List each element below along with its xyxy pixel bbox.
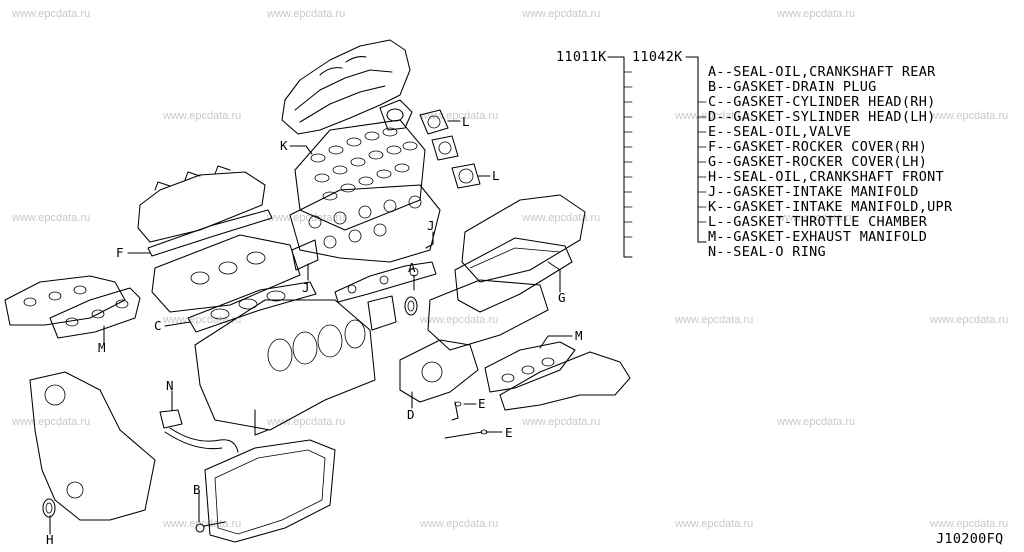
watermark: www.epcdata.ru: [522, 8, 601, 20]
engine-block: [194, 299, 376, 436]
legend-item: D--GASKET-SYLINDER HEAD(LH): [708, 109, 936, 125]
legend-item: F--GASKET-ROCKER COVER(RH): [708, 139, 928, 155]
throttle-chamber-gasket: [419, 109, 481, 189]
cylinder-head-rh: [151, 234, 301, 313]
callout-b: B: [193, 482, 201, 497]
intake-manifold-lower: [289, 184, 441, 263]
callout-l-1: L: [462, 114, 470, 129]
callout-c: C: [154, 318, 162, 333]
legend-item: E--SEAL-OIL,VALVE: [708, 124, 852, 140]
callout-l-2: L: [492, 168, 500, 183]
watermark: www.epcdata.ru: [420, 314, 499, 326]
valve-oil-seals: [444, 401, 488, 439]
callout-n: N: [166, 378, 174, 393]
part-number-kit-a: 11011K: [556, 49, 607, 65]
cylinder-head-gasket-rh: [187, 281, 317, 333]
legend-item: G--GASKET-ROCKER COVER(LH): [708, 154, 928, 170]
watermark: www.epcdata.ru: [930, 110, 1009, 122]
callout-f: F: [116, 245, 124, 260]
watermark: www.epcdata.ru: [777, 212, 856, 224]
callout-j-2: J: [302, 280, 310, 295]
legend-item: H--SEAL-OIL,CRANKSHAFT FRONT: [708, 169, 944, 185]
watermark: www.epcdata.ru: [777, 416, 856, 428]
exhaust-manifold-lh: [484, 341, 631, 411]
watermark: www.epcdata.ru: [12, 416, 91, 428]
figure-id: J10200FQ: [936, 531, 1004, 547]
rocker-cover-rh: [137, 165, 273, 257]
callout-k: K: [280, 138, 288, 153]
watermark: www.epcdata.ru: [522, 416, 601, 428]
legend-item: N--SEAL-O RING: [708, 244, 826, 260]
callout-a: A: [408, 260, 416, 275]
callout-e-2: E: [505, 425, 513, 440]
timing-chain-cover: [29, 371, 156, 521]
legend-item: M--GASKET-EXHAUST MANIFOLD: [708, 229, 928, 245]
watermark: www.epcdata.ru: [267, 8, 346, 20]
watermark: www.epcdata.ru: [12, 212, 91, 224]
legend-item: B--GASKET-DRAIN PLUG: [708, 79, 877, 95]
legend-item: A--SEAL-OIL,CRANKSHAFT REAR: [708, 64, 936, 80]
watermark: www.epcdata.ru: [675, 110, 754, 122]
watermark: www.epcdata.ru: [930, 314, 1009, 326]
legend-item: L--GASKET-THROTTLE CHAMBER: [708, 214, 928, 230]
callout-m-1: M: [98, 340, 106, 355]
callout-h: H: [46, 532, 54, 547]
legend-bracket: [607, 56, 707, 258]
watermark: www.epcdata.ru: [420, 518, 499, 530]
legend-item: C--GASKET-CYLINDER HEAD(RH): [708, 94, 936, 110]
crankshaft-rear-oil-seal: [367, 295, 418, 331]
legend-item: J--GASKET-INTAKE MANIFOLD: [708, 184, 919, 200]
rocker-cover-lh: [454, 194, 586, 313]
callout-j-1: J: [427, 218, 435, 233]
watermark: www.epcdata.ru: [675, 518, 754, 530]
watermark: www.epcdata.ru: [777, 8, 856, 20]
intake-manifold-upper: [281, 39, 413, 135]
watermark: www.epcdata.ru: [267, 416, 346, 428]
callout-d: D: [407, 407, 415, 422]
exhaust-manifold-rh: [4, 275, 141, 339]
cylinder-head-gasket-lh: [399, 339, 479, 403]
watermark: www.epcdata.ru: [163, 518, 242, 530]
cylinder-head-lh: [427, 279, 549, 351]
legend-item: K--GASKET-INTAKE MANIFOLD,UPR: [708, 199, 953, 215]
watermark: www.epcdata.ru: [12, 8, 91, 20]
part-number-kit-b: 11042K: [632, 49, 683, 65]
watermark: www.epcdata.ru: [163, 110, 242, 122]
intake-manifold-gasket-j: [291, 239, 437, 303]
watermark: www.epcdata.ru: [522, 212, 601, 224]
intake-manifold-upper-gasket: [294, 119, 426, 231]
oil-strainer-pipe: [159, 409, 239, 453]
watermark: www.epcdata.ru: [930, 518, 1009, 530]
oil-pan: [204, 439, 336, 543]
callout-e-1: E: [478, 396, 486, 411]
watermark: www.epcdata.ru: [675, 314, 754, 326]
callout-g: G: [558, 290, 566, 305]
callout-m-2: M: [575, 328, 583, 343]
callout-leader-lines: [49, 120, 573, 535]
drain-plug-gasket: [195, 521, 226, 533]
crankshaft-front-oil-seal: [42, 498, 56, 518]
